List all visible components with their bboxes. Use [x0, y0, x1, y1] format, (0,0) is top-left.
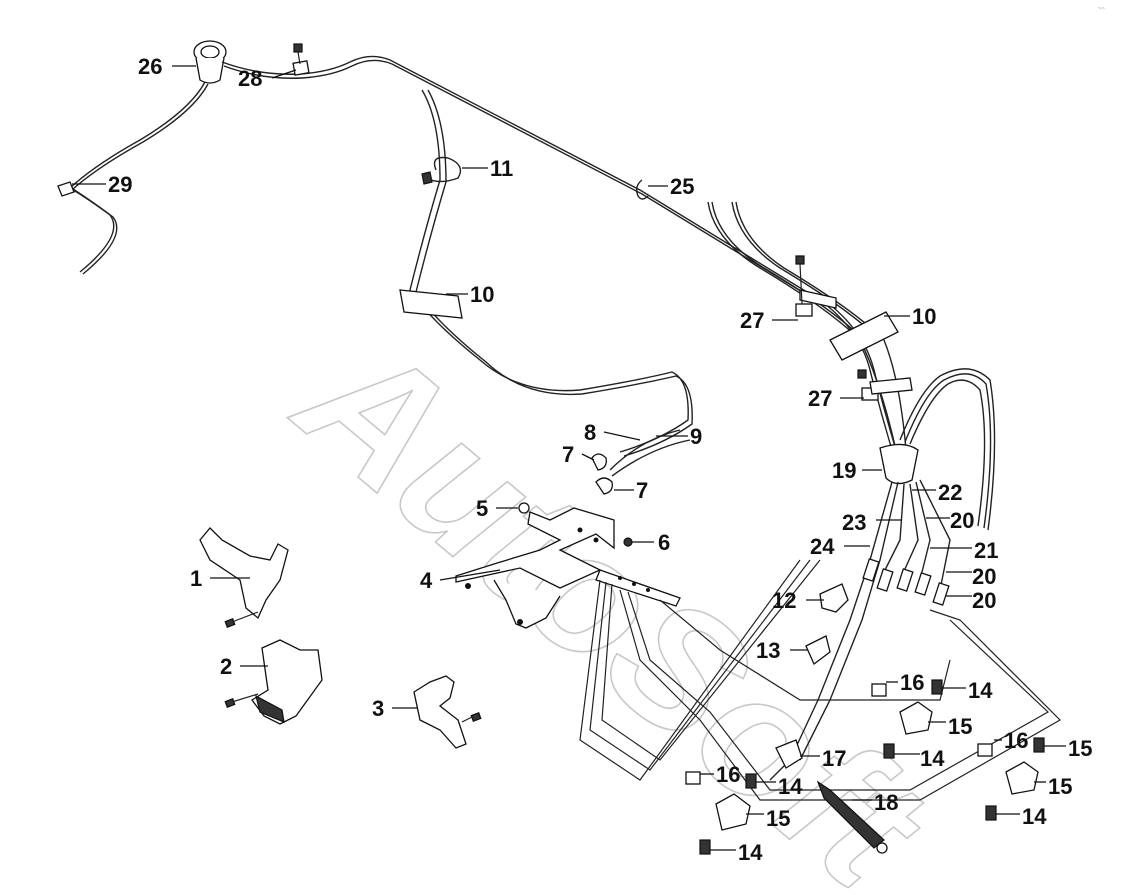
callout-13: 13 — [756, 638, 780, 663]
callout-15a: 15 — [948, 714, 972, 739]
connector-17 — [775, 739, 803, 769]
callout-20b: 20 — [972, 564, 996, 589]
grommet-19 — [879, 443, 919, 485]
callout-15b: 15 — [1068, 736, 1092, 761]
connectors — [775, 583, 888, 854]
callout-labels: 1 2 3 4 5 6 7 7 8 9 10 10 11 12 13 14 14 — [72, 54, 1092, 865]
callout-7a: 7 — [562, 442, 574, 467]
fitting-14 — [1033, 737, 1045, 753]
svg-text:AutoSoft: AutoSoft — [263, 297, 962, 895]
tape-10-left — [399, 289, 463, 319]
callout-6: 6 — [658, 530, 670, 555]
callout-17: 17 — [822, 746, 846, 771]
callout-14b: 14 — [920, 746, 945, 771]
callout-20a: 20 — [950, 508, 974, 533]
callout-16c: 16 — [716, 762, 740, 787]
line-8 — [609, 429, 681, 471]
callout-25: 25 — [670, 174, 694, 199]
callout-23: 23 — [842, 510, 866, 535]
fitting-14 — [883, 743, 895, 759]
callout-22: 22 — [938, 480, 962, 505]
bracket-assembly — [455, 429, 1061, 801]
fitting-14 — [931, 679, 943, 695]
callout-14c: 14 — [778, 774, 803, 799]
callout-14d: 14 — [738, 840, 763, 865]
callout-15c: 15 — [1048, 774, 1072, 799]
fitting-16 — [977, 743, 993, 757]
callout-29: 29 — [108, 172, 132, 197]
callout-28: 28 — [238, 66, 262, 91]
callout-19: 19 — [832, 458, 856, 483]
bracket-1 — [199, 527, 289, 620]
fitting-15 — [1005, 761, 1039, 795]
fitting-16 — [871, 683, 887, 697]
connector-12 — [819, 583, 849, 613]
bracket-4 — [455, 507, 615, 589]
clip-28 — [292, 60, 310, 76]
fitting-16 — [685, 771, 701, 785]
clamp-7-lower — [595, 477, 613, 495]
callout-14e: 14 — [1022, 804, 1047, 829]
callout-14a: 14 — [968, 678, 993, 703]
fitting-group-right-lower — [977, 737, 1045, 821]
small-brackets — [199, 527, 482, 749]
callout-24: 24 — [810, 534, 835, 559]
clip-11 — [425, 156, 462, 183]
callout-2: 2 — [220, 654, 232, 679]
corner-mark: ~~ — [1098, 6, 1106, 12]
fitting-14 — [699, 839, 711, 855]
callout-26: 26 — [138, 54, 162, 79]
clamp-7-upper — [591, 453, 607, 471]
connector-13 — [805, 635, 831, 666]
fitting-14 — [985, 805, 997, 821]
watermark: AutoSoft — [262, 296, 963, 895]
callout-16a: 16 — [900, 670, 924, 695]
bolt-5 — [518, 502, 530, 514]
fitting-group-right-upper — [871, 679, 943, 759]
fitting-15 — [715, 793, 751, 831]
callout-27b: 27 — [808, 386, 832, 411]
tape-10-right — [829, 311, 899, 361]
clip-25 — [635, 179, 649, 200]
line-9 — [611, 439, 691, 477]
callout-10b: 10 — [912, 304, 936, 329]
main-cable — [57, 40, 823, 305]
callout-8: 8 — [584, 420, 596, 445]
bracket-3 — [413, 675, 467, 749]
callout-10a: 10 — [470, 282, 494, 307]
center-cable — [399, 89, 693, 457]
callout-15d: 15 — [766, 806, 790, 831]
right-harness — [707, 201, 996, 781]
callout-11: 11 — [490, 156, 513, 181]
bracket-27-upper — [795, 303, 813, 317]
callout-27a: 27 — [740, 308, 764, 333]
callout-7b: 7 — [636, 478, 648, 503]
fitting-29 — [57, 181, 75, 197]
callout-20c: 20 — [972, 588, 996, 613]
callout-4: 4 — [420, 568, 433, 593]
callout-1: 1 — [190, 566, 202, 591]
fitting-14 — [745, 773, 757, 789]
callout-5: 5 — [476, 496, 488, 521]
callout-9: 9 — [690, 424, 702, 449]
callout-18: 18 — [874, 790, 898, 815]
callout-16b: 16 — [1004, 728, 1028, 753]
callout-3: 3 — [372, 696, 384, 721]
callout-12: 12 — [772, 588, 796, 613]
fitting-group-bottom — [685, 771, 757, 855]
nut-6 — [623, 537, 633, 547]
callout-21: 21 — [974, 538, 998, 563]
fitting-15 — [899, 701, 933, 735]
